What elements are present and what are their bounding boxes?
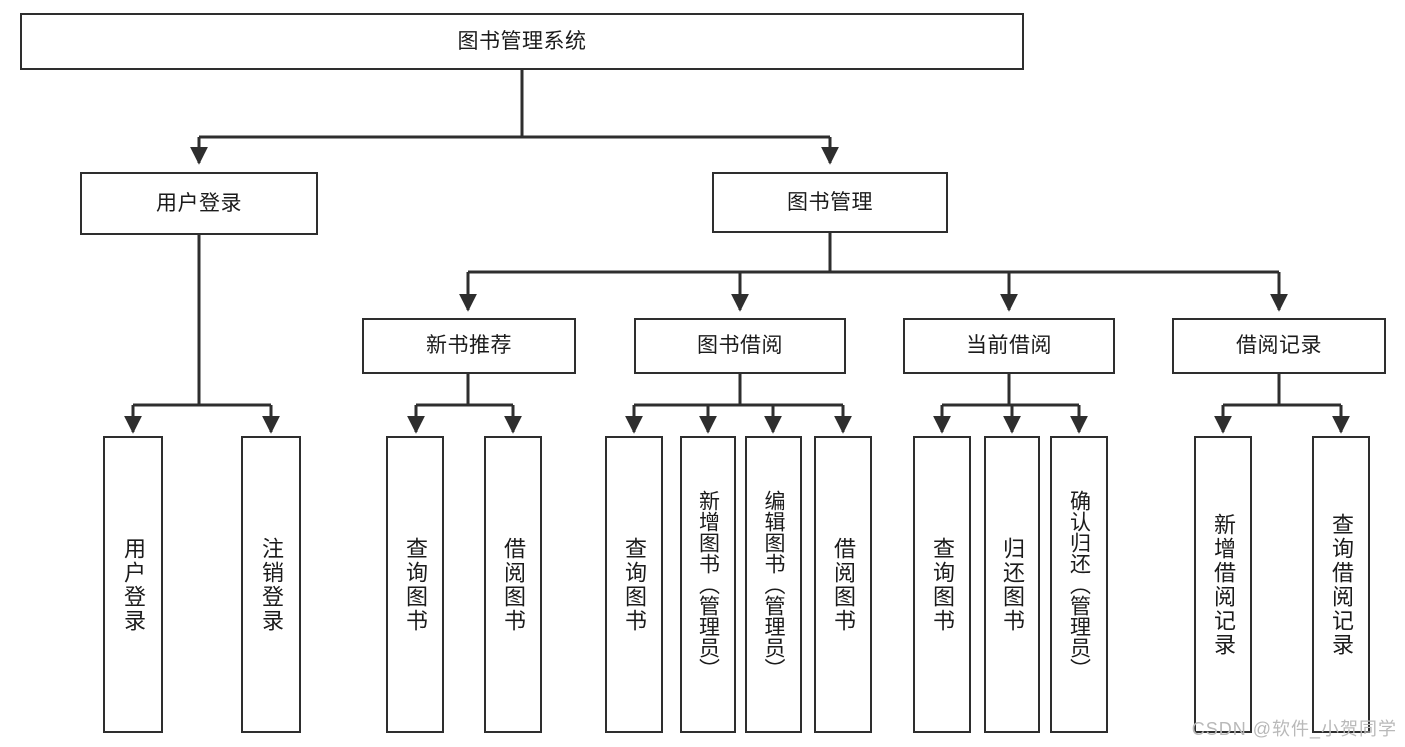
node-leaf-borrow-book-1-label: 借阅图书 xyxy=(500,536,526,633)
node-leaf-logout-label: 注销登录 xyxy=(258,536,284,633)
node-leaf-return-book-label: 归还图书 xyxy=(999,536,1025,633)
node-leaf-query-book-1-label: 查询图书 xyxy=(402,536,428,633)
node-book-borrow[interactable]: 图书借阅 xyxy=(634,318,846,374)
node-leaf-borrow-book-1[interactable]: 借阅图书 xyxy=(484,436,542,733)
node-leaf-query-book-1[interactable]: 查询图书 xyxy=(386,436,444,733)
node-leaf-logout[interactable]: 注销登录 xyxy=(241,436,301,733)
node-leaf-add-record-label: 新增借阅记录 xyxy=(1210,512,1236,657)
node-leaf-user-login[interactable]: 用户登录 xyxy=(103,436,163,733)
node-leaf-confirm-return-label: 确认归还（管理员） xyxy=(1067,490,1091,679)
node-leaf-add-record[interactable]: 新增借阅记录 xyxy=(1194,436,1252,733)
node-leaf-add-book-label: 新增图书（管理员） xyxy=(696,490,720,679)
node-leaf-add-book[interactable]: 新增图书（管理员） xyxy=(680,436,736,733)
node-book-manage[interactable]: 图书管理 xyxy=(712,172,948,233)
node-leaf-return-book[interactable]: 归还图书 xyxy=(984,436,1040,733)
node-leaf-user-login-label: 用户登录 xyxy=(120,536,146,633)
node-root-label: 图书管理系统 xyxy=(457,29,587,53)
node-new-book-recommend-label: 新书推荐 xyxy=(426,334,512,358)
node-borrow-record-label: 借阅记录 xyxy=(1236,334,1322,358)
node-leaf-query-book-2-label: 查询图书 xyxy=(621,536,647,633)
node-leaf-query-record-label: 查询借阅记录 xyxy=(1328,512,1354,657)
node-root[interactable]: 图书管理系统 xyxy=(20,13,1024,70)
node-borrow-record[interactable]: 借阅记录 xyxy=(1172,318,1386,374)
node-user-login-label: 用户登录 xyxy=(156,191,242,215)
node-current-borrow-label: 当前借阅 xyxy=(966,334,1052,358)
watermark: CSDN @软件_小贺同学 xyxy=(1191,719,1397,739)
node-leaf-query-book-3[interactable]: 查询图书 xyxy=(913,436,971,733)
node-book-manage-label: 图书管理 xyxy=(787,190,873,214)
node-leaf-borrow-book-2-label: 借阅图书 xyxy=(830,536,856,633)
node-leaf-query-book-3-label: 查询图书 xyxy=(929,536,955,633)
node-leaf-borrow-book-2[interactable]: 借阅图书 xyxy=(814,436,872,733)
node-leaf-confirm-return[interactable]: 确认归还（管理员） xyxy=(1050,436,1108,733)
node-book-borrow-label: 图书借阅 xyxy=(697,334,783,358)
node-leaf-query-book-2[interactable]: 查询图书 xyxy=(605,436,663,733)
node-new-book-recommend[interactable]: 新书推荐 xyxy=(362,318,576,374)
node-user-login[interactable]: 用户登录 xyxy=(80,172,318,235)
node-leaf-edit-book-label: 编辑图书（管理员） xyxy=(762,490,786,679)
node-leaf-edit-book[interactable]: 编辑图书（管理员） xyxy=(745,436,802,733)
node-leaf-query-record[interactable]: 查询借阅记录 xyxy=(1312,436,1370,733)
node-current-borrow[interactable]: 当前借阅 xyxy=(903,318,1115,374)
